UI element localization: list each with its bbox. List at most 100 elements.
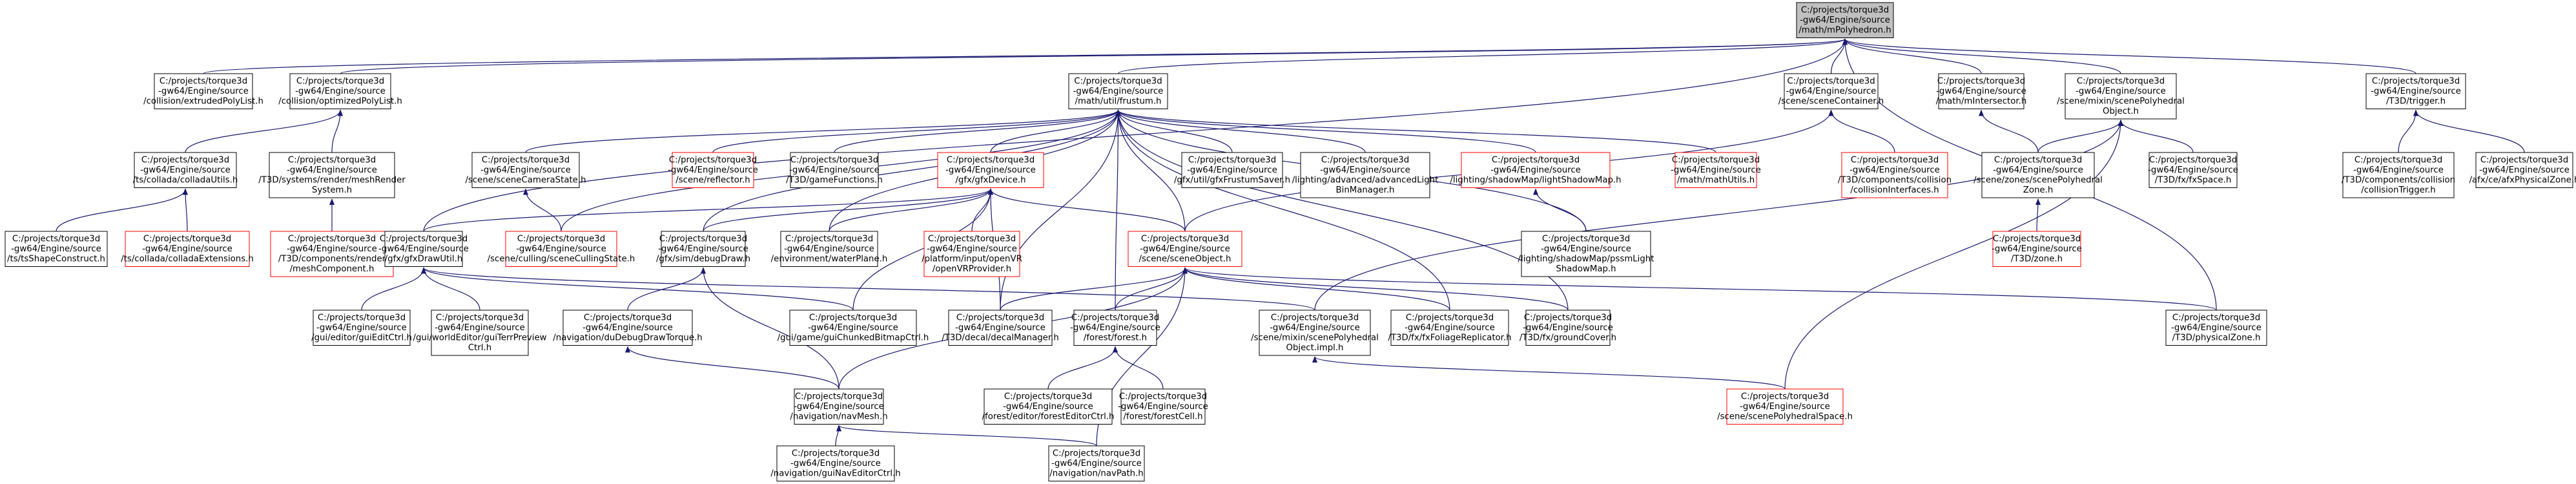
edge-n11-to-n3 xyxy=(712,109,1121,153)
graph-node[interactable]: C:/projects/torque3d-gw64/Engine/source/… xyxy=(1068,73,1168,109)
graph-node[interactable]: C:/projects/torque3d-gw64/Engine/source/… xyxy=(1070,310,1160,346)
graph-node[interactable]: C:/projects/torque3d-gw64/Engine/source/… xyxy=(1450,152,1622,188)
edge-n8-to-n2 xyxy=(185,109,343,153)
node-label-line: -gw64/Engine/source xyxy=(945,165,1036,175)
node-box xyxy=(1120,388,1206,425)
graph-node[interactable]: C:/projects/torque3d-gw64/Engine/source/… xyxy=(982,388,1115,425)
node-label-line: -gw64/Engine/source xyxy=(582,323,673,333)
node-label-line: -gw64/Engine/source xyxy=(287,244,377,254)
graph-node[interactable]: C:/projects/torque3d-gw64/Engine/source/… xyxy=(922,231,1022,277)
node-label-line: -gw64/Engine/source xyxy=(2479,165,2570,175)
graph-node[interactable]: C:/projects/torque3d-gw64/Engine/source/… xyxy=(771,231,888,267)
graph-node[interactable]: C:/projects/torque3d-gw64/Engine/source/… xyxy=(1778,73,1884,109)
graph-node[interactable]: C:/projects/torque3d-gw64/Engine/source/… xyxy=(488,231,635,267)
node-label-line: /math/mPolyhedron.h xyxy=(1798,26,1891,36)
node-label-line: C:/projects/torque3d xyxy=(928,235,1016,244)
edge-n36-to-n28 xyxy=(627,267,706,311)
graph-node[interactable]: C:/projects/torque3d-gw64/Engine/source/… xyxy=(413,310,547,356)
edge-n22-to-n7 xyxy=(2413,109,2525,153)
node-box xyxy=(2342,152,2455,198)
graph-node[interactable]: C:/projects/torque3d-gw64/Engine/source/… xyxy=(1936,73,2027,109)
node-label-line: /T3D/trigger.h xyxy=(2386,97,2446,107)
edge-n24-to-n8 xyxy=(183,188,189,232)
edge-n19-to-n5 xyxy=(1979,109,2039,153)
node-label-line: -gw64/Engine/source xyxy=(1523,323,1613,333)
graph-node[interactable]: C:/projects/torque3d-gw64/Engine/source/… xyxy=(1671,152,1761,188)
graph-node[interactable]: C:/projects/torque3d-gw64/Engine/source/… xyxy=(790,388,888,425)
graph-node[interactable]: C:/projects/torque3d-gw64/Engine/source/… xyxy=(1048,445,1145,481)
graph-node[interactable]: C:/projects/torque3d-gw64/Engine/source/… xyxy=(1717,388,1853,425)
graph-node[interactable]: C:/projects/torque3d-gw64/Engine/source/… xyxy=(1838,152,1952,198)
edge-n31-to-n13 xyxy=(988,188,1186,232)
node-box xyxy=(1073,310,1157,346)
node-box xyxy=(2065,73,2177,120)
node-label-line: /navigation/navMesh.h xyxy=(790,412,887,422)
graph-node[interactable]: C:/projects/torque3d-gw64/Engine/source/… xyxy=(2365,73,2466,109)
node-label-line: C:/projects/torque3d xyxy=(1119,392,1207,402)
graph-node[interactable]: C:/projects/torque3d-gw64/Engine/source/… xyxy=(278,73,402,109)
edge-n44-to-n28 xyxy=(701,267,840,390)
graph-node[interactable]: C:/projects/torque3d-gw64/Engine/source/… xyxy=(2148,152,2238,188)
node-label-line: C:/projects/torque3d xyxy=(2172,313,2260,323)
graph-node[interactable]: C:/projects/torque3d-gw64/Engine/source/… xyxy=(121,231,254,267)
node-label-line: /scene/mixin/scenePolyhedral xyxy=(1251,333,1379,343)
graph-node[interactable]: C:/projects/torque3d-gw64/Engine/source/… xyxy=(770,445,901,481)
graph-node[interactable]: C:/projects/torque3d-gw64/Engine/source/… xyxy=(1518,231,1654,277)
graph-node[interactable]: C:/projects/torque3d-gw64/Engine/source/… xyxy=(656,231,750,267)
graph-node[interactable]: C:/projects/torque3d-gw64/Engine/source/… xyxy=(1292,152,1439,198)
graph-node[interactable]: C:/projects/torque3d-gw64/Engine/source/… xyxy=(937,152,1044,188)
graph-node[interactable]: C:/projects/torque3d-gw64/Engine/source/… xyxy=(2165,310,2267,346)
node-label-line: -gw64/Engine/source xyxy=(2353,165,2444,175)
graph-node[interactable]: C:/projects/torque3d-gw64/Engine/source/… xyxy=(133,152,238,188)
graph-node[interactable]: C:/projects/torque3d-gw64/Engine/source/… xyxy=(942,310,1059,346)
node-box xyxy=(2165,310,2267,346)
node-label-line: /T3D/physicalZone.h xyxy=(2172,333,2261,343)
graph-node[interactable]: C:/projects/torque3d-gw64/Engine/source/… xyxy=(786,152,883,188)
node-label-line: /gfx/sim/debugDraw.h xyxy=(656,255,750,264)
node-label-line: /T3D/components/collision xyxy=(1838,176,1952,185)
graph-node[interactable]: C:/projects/torque3d-gw64/Engine/source/… xyxy=(1388,310,1512,346)
graph-node[interactable]: C:/projects/torque3d-gw64/Engine/source/… xyxy=(1251,310,1379,356)
graph-node[interactable]: C:/projects/torque3d-gw64/Engine/source/… xyxy=(1992,231,2082,267)
graph-node[interactable]: C:/projects/torque3d-gw64/Engine/source/… xyxy=(258,152,406,198)
graph-node[interactable]: C:/projects/torque3d-gw64/Engine/source/… xyxy=(378,231,469,267)
node-label-line: -gw64/Engine/source xyxy=(794,402,884,412)
graph-node[interactable]: C:/projects/torque3d-gw64/Engine/source/… xyxy=(1973,152,2103,198)
node-box xyxy=(948,310,1053,346)
graph-node[interactable]: C:/projects/torque3d-gw64/Engine/source/… xyxy=(5,231,108,267)
edge-n33-to-n19 xyxy=(2035,198,2041,232)
edge-n29-to-n13 xyxy=(829,188,993,232)
node-label-line: C:/projects/torque3d xyxy=(1271,313,1359,323)
root-node[interactable]: C:/projects/torque3d-gw64/Engine/source/… xyxy=(1796,2,1894,38)
graph-node[interactable]: C:/projects/torque3d-gw64/Engine/source/… xyxy=(2469,152,2576,188)
graph-node[interactable]: C:/projects/torque3d-gw64/Engine/source/… xyxy=(465,152,586,188)
graph-node[interactable]: C:/projects/torque3d-gw64/Engine/source/… xyxy=(143,73,263,109)
node-label-line: -gw64/Engine/source xyxy=(316,323,407,333)
edge-n5-to-root xyxy=(1842,38,1982,74)
graph-node[interactable]: C:/projects/torque3d-gw64/Engine/source/… xyxy=(1118,388,1208,425)
graph-node[interactable]: C:/projects/torque3d-gw64/Engine/source/… xyxy=(2057,73,2185,120)
graph-node[interactable]: C:/projects/torque3d-gw64/Engine/source/… xyxy=(1174,152,1290,188)
graph-node[interactable]: C:/projects/torque3d-gw64/Engine/source/… xyxy=(2342,152,2455,198)
edge-n42-to-n31 xyxy=(1182,267,1569,311)
node-box xyxy=(1784,73,1879,109)
node-label-line: C:/projects/torque3d xyxy=(1994,156,2082,165)
graph-node[interactable]: C:/projects/torque3d-gw64/Engine/source/… xyxy=(553,310,703,346)
node-label-line: /T3D/systems/render/meshRender xyxy=(258,176,406,185)
graph-node[interactable]: C:/projects/torque3d-gw64/Engine/source/… xyxy=(1128,231,1242,267)
node-label-line: /collision/extrudedPolyList.h xyxy=(143,97,263,107)
node-label-line: C:/projects/torque3d xyxy=(956,313,1044,323)
edge-n13-to-n3 xyxy=(990,109,1121,153)
graph-node[interactable]: C:/projects/torque3d-gw64/Engine/source/… xyxy=(1520,310,1616,346)
graph-node[interactable]: C:/projects/torque3d-gw64/Engine/source/… xyxy=(778,310,929,346)
node-label-line: /collision/optimizedPolyList.h xyxy=(278,97,402,107)
node-box xyxy=(1938,73,2025,109)
node-label-line: -gw64/Engine/source xyxy=(2371,87,2461,96)
node-label-line: C:/projects/torque3d xyxy=(318,313,406,323)
graph-node[interactable]: C:/projects/torque3d-gw64/Engine/source/… xyxy=(270,231,394,277)
edge-n46-to-n39 xyxy=(1113,346,1164,390)
graph-node[interactable]: C:/projects/torque3d-gw64/Engine/source/… xyxy=(311,310,412,346)
graph-node[interactable]: C:/projects/torque3d-gw64/Engine/source/… xyxy=(668,152,758,188)
node-label-line: -gw64/Engine/source xyxy=(1118,402,1208,412)
node-label-line: -gw64/Engine/source xyxy=(955,323,1046,333)
